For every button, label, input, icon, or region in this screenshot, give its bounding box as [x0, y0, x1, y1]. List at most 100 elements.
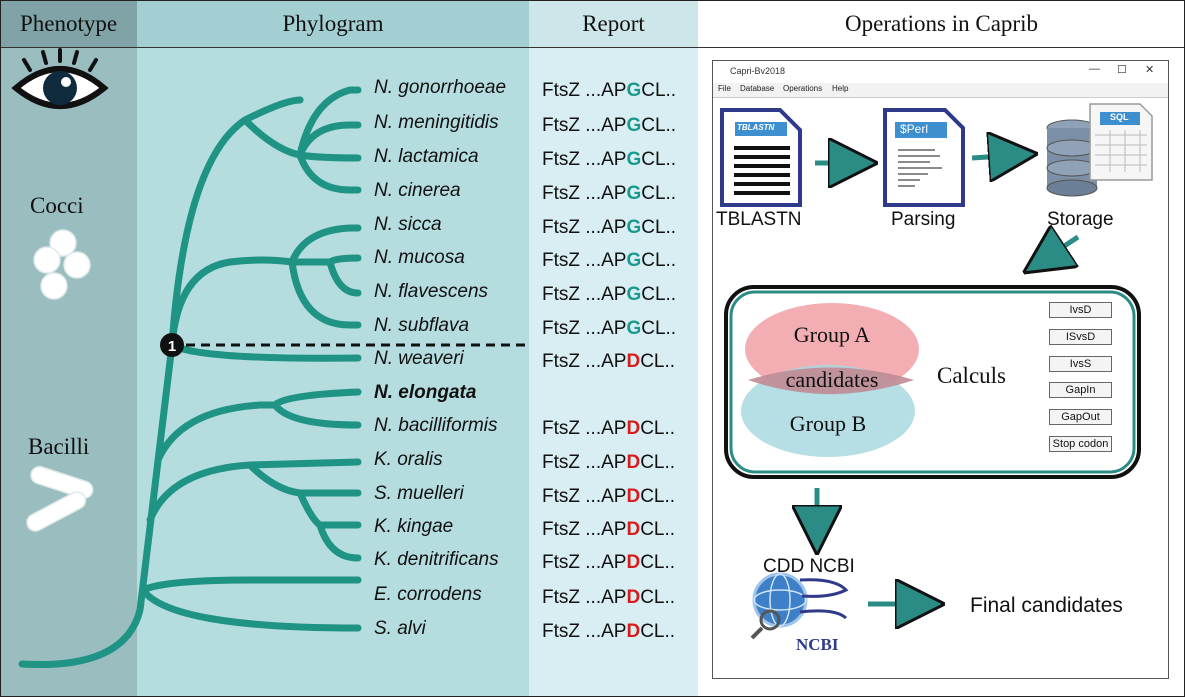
report-sequence: FtsZ ...APDCL.. — [542, 351, 675, 373]
report-prefix: FtsZ ...AP — [542, 621, 627, 642]
report-suffix: CL.. — [641, 80, 677, 101]
report-sequence: FtsZ ...APGCL.. — [542, 149, 676, 171]
report-sequence: FtsZ ...APDCL.. — [542, 418, 675, 440]
report-sequence: FtsZ ...APGCL.. — [542, 318, 676, 340]
report-suffix: CL.. — [641, 115, 677, 136]
report-residue: G — [626, 149, 642, 170]
report-header: Report — [529, 0, 698, 47]
report-residue: D — [626, 351, 641, 372]
report-residue: G — [626, 284, 642, 305]
report-prefix: FtsZ ...AP — [542, 80, 627, 101]
report-sequence: FtsZ ...APGCL.. — [542, 115, 676, 137]
report-prefix: FtsZ ...AP — [542, 149, 627, 170]
species-label: S. alvi — [374, 618, 426, 639]
maximize-button[interactable]: ☐ — [1117, 64, 1127, 76]
report-suffix: CL.. — [640, 552, 676, 573]
ivss-button[interactable]: IvsS — [1049, 356, 1112, 372]
report-prefix: FtsZ ...AP — [542, 115, 627, 136]
menu-help[interactable]: Help — [832, 84, 849, 93]
bacilli-label: Bacilli — [28, 434, 90, 459]
tblastn-tag: TBLASTN — [737, 123, 775, 132]
report-suffix: CL.. — [641, 149, 677, 170]
cocci-icon — [33, 229, 91, 300]
report-residue: D — [626, 452, 641, 473]
species-label: N. sicca — [374, 214, 442, 235]
phylogram-header: Phylogram — [137, 0, 529, 47]
cdd-ncbi-label: CDD NCBI — [763, 556, 855, 577]
report-prefix: FtsZ ...AP — [542, 318, 627, 339]
phenotype-column: Phenotype — [0, 0, 137, 697]
report-sequence: FtsZ ...APDCL.. — [542, 486, 675, 508]
ivsd-button[interactable]: IvsD — [1049, 302, 1112, 318]
species-label: N. bacilliformis — [374, 415, 498, 436]
gapout-button[interactable]: GapOut — [1049, 409, 1112, 425]
report-sequence: FtsZ ...APDCL.. — [542, 452, 675, 474]
report-prefix: FtsZ ...AP — [542, 519, 627, 540]
species-label: N. cinerea — [374, 180, 461, 201]
report-residue: G — [626, 250, 642, 271]
minimize-button[interactable]: — — [1089, 63, 1100, 75]
bacilli-icon — [26, 465, 94, 532]
report-prefix: FtsZ ...AP — [542, 452, 627, 473]
candidates-label: candidates — [785, 367, 879, 392]
venn-diagram — [741, 303, 919, 457]
parsing-label: Parsing — [891, 209, 956, 230]
menu-file[interactable]: File — [718, 84, 731, 93]
report-prefix: FtsZ ...AP — [542, 250, 627, 271]
tblastn-label: TBLASTN — [716, 209, 802, 230]
report-sequence: FtsZ ...APDCL.. — [542, 621, 675, 643]
report-suffix: CL.. — [641, 217, 677, 238]
species-label: E. corrodens — [374, 584, 482, 605]
report-suffix: CL.. — [640, 418, 676, 439]
ncbi-logo-text: NCBI — [796, 635, 839, 654]
final-candidates-label: Final candidates — [970, 594, 1123, 617]
tblastn-document-icon — [720, 108, 802, 207]
calculs-box — [724, 285, 1141, 479]
report-residue: D — [626, 552, 641, 573]
cocci-label: Cocci — [30, 193, 84, 218]
report-residue: D — [626, 621, 641, 642]
species-label: K. oralis — [374, 449, 443, 470]
report-sequence: FtsZ ...APDCL.. — [542, 552, 675, 574]
report-prefix: FtsZ ...AP — [542, 351, 627, 372]
species-label: N. meningitidis — [374, 112, 499, 133]
report-residue: G — [626, 183, 642, 204]
report-prefix: FtsZ ...AP — [542, 587, 627, 608]
report-residue: D — [626, 519, 641, 540]
report-sequence: FtsZ ...APDCL.. — [542, 587, 675, 609]
operations-header: Operations in Caprib — [845, 11, 1038, 36]
report-suffix: CL.. — [640, 621, 676, 642]
menu-operations[interactable]: Operations — [783, 84, 823, 93]
species-label: K. kingae — [374, 516, 454, 537]
close-button[interactable]: ✕ — [1145, 64, 1155, 76]
stop-codon-button[interactable]: Stop codon — [1049, 436, 1112, 452]
group-b-label: Group B — [789, 411, 867, 436]
report-residue: G — [626, 80, 642, 101]
species-label: N. mucosa — [374, 247, 465, 268]
report-prefix: FtsZ ...AP — [542, 552, 627, 573]
isvsd-button[interactable]: ISvsD — [1049, 329, 1112, 345]
report-suffix: CL.. — [641, 250, 677, 271]
report-sequence: FtsZ ...APGCL.. — [542, 217, 676, 239]
species-label: S. muelleri — [374, 483, 464, 504]
report-sequence: FtsZ ...APGCL.. — [542, 284, 676, 306]
menu-bar: File Database Operations Help — [713, 83, 1168, 98]
ncbi-logo — [750, 572, 849, 640]
report-residue: D — [626, 486, 641, 507]
species-label: N. subflava — [374, 315, 470, 336]
report-suffix: CL.. — [641, 284, 677, 305]
database-storage-icon — [1046, 103, 1153, 197]
group-a-label: Group A — [793, 322, 871, 347]
gapin-button[interactable]: GapIn — [1049, 382, 1112, 398]
header-divider — [0, 47, 1185, 48]
report-prefix: FtsZ ...AP — [542, 284, 627, 305]
species-label: N. flavescens — [374, 281, 489, 302]
report-suffix: CL.. — [640, 519, 676, 540]
report-suffix: CL.. — [640, 587, 676, 608]
report-prefix: FtsZ ...AP — [542, 418, 627, 439]
sql-tag: SQL — [1110, 112, 1129, 122]
menu-database[interactable]: Database — [740, 84, 775, 93]
perl-tag: $Perl — [900, 122, 929, 136]
